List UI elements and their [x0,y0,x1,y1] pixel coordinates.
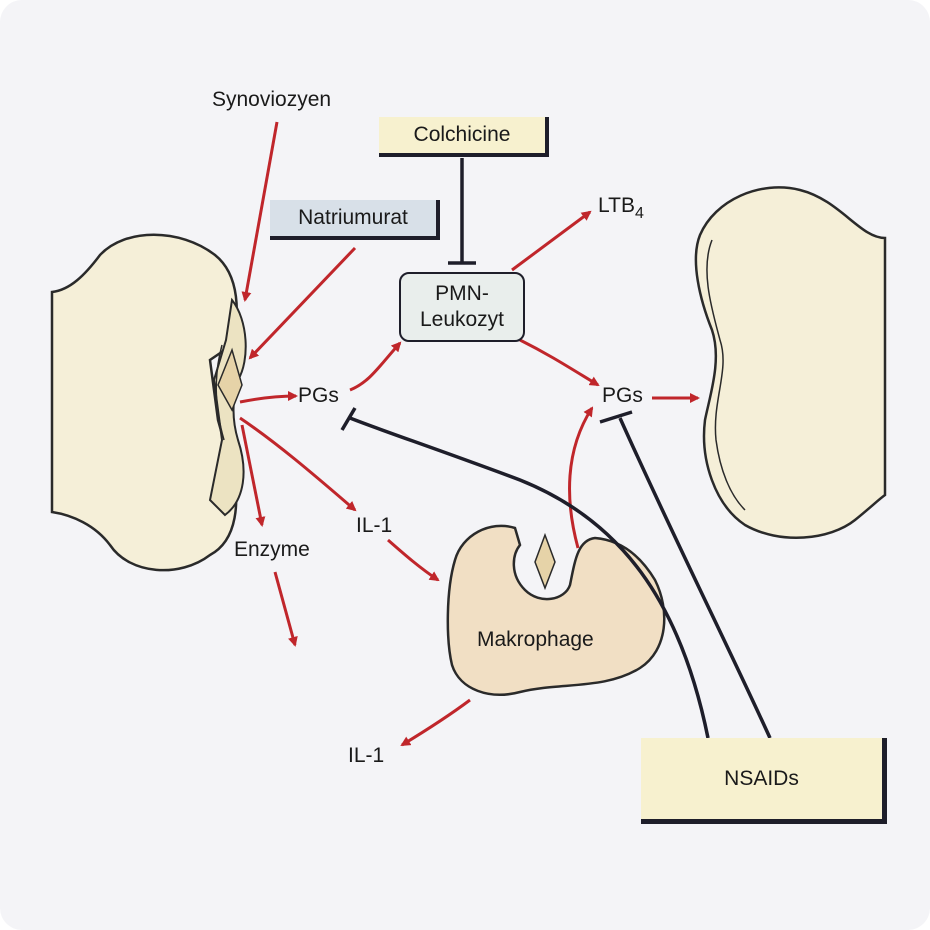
pmn-line1: PMN- [435,282,489,305]
arrow-pgs-to-pmn [349,341,402,392]
colchicine-box: Colchicine [379,117,549,157]
pmn-line2: Leukozyt [419,308,505,331]
inhibition-lines [340,158,772,739]
inhibit-bar-pgs-right [599,410,633,424]
ltb-text: LTB [598,194,635,217]
ltb-subscript: 4 [634,205,644,222]
arrow-enzyme-down [273,571,298,647]
pgs-left-label: PGs [298,384,339,407]
natriumurat-box: Natriumurat [270,200,440,240]
arrow-pmn-to-pgs-right [519,338,600,387]
natriumurat-label: Natriumurat [298,206,408,229]
enzyme-label: Enzyme [234,538,310,561]
nsaids-label: NSAIDs [724,766,799,790]
arrow-natriumurat-to-joint [248,246,357,360]
left-joint-bone [50,233,247,572]
macrophage-cell [446,524,666,696]
arrow-macrophage-to-pgs-right [568,406,594,549]
colchicine-label: Colchicine [413,123,511,146]
arrow-synoviozyen-to-joint [241,121,279,302]
inhibit-nsaids-pgs-right [618,417,772,739]
arrow-pmn-to-ltb [511,210,592,272]
arrow-il1-to-macrophage [387,538,440,582]
arrow-macrophage-to-il1 [400,698,471,747]
arrow-joint-to-enzyme [240,424,266,527]
il1-mid-label: IL-1 [356,514,393,537]
pgs-right-label: PGs [602,384,643,407]
pmn-leukozyt-box: PMN- Leukozyt [399,272,525,342]
nsaids-box: NSAIDs [641,738,887,824]
makrophage-label: Makrophage [477,628,594,651]
inhibit-bar-pgs-left [340,407,357,431]
arrow-joint-to-il1 [239,416,357,512]
right-joint-bone [694,186,887,539]
inhibit-nsaids-pgs-left [349,416,710,739]
ltb4-label: LTB4 [598,194,644,222]
il1-bottom-label: IL-1 [348,744,385,767]
synoviozyen-label: Synoviozyen [212,88,332,111]
stimulating-arrows [239,121,700,747]
arrow-joint-to-pgs [239,391,298,404]
